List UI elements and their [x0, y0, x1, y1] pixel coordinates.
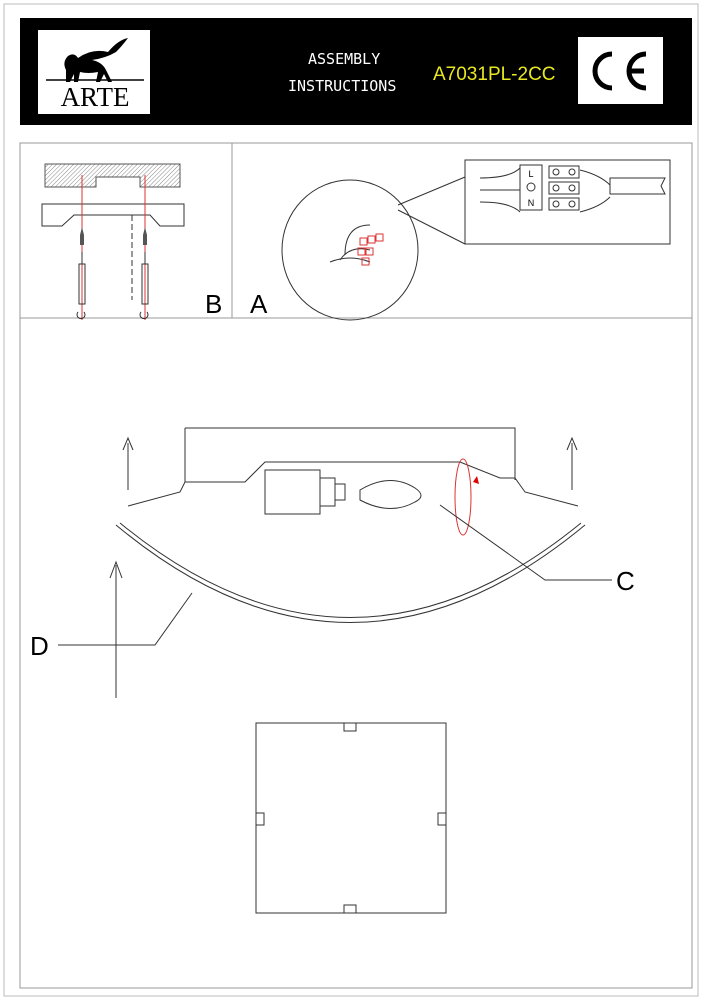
step-label-a: A — [250, 289, 268, 319]
canopy-circle — [281, 179, 419, 321]
mounting-plate — [41, 203, 185, 227]
screw-icon — [80, 227, 147, 245]
title-line1: ASSEMBLY — [308, 50, 380, 68]
power-cable — [609, 177, 666, 195]
up-arrow-icon — [566, 436, 578, 490]
up-arrow-icon — [122, 436, 134, 490]
up-arrow-icon — [109, 560, 123, 698]
rotate-arrow-icon — [454, 458, 472, 536]
terminal-block — [519, 164, 543, 211]
connector-detail — [464, 159, 671, 245]
page-border — [3, 3, 699, 997]
title-line2: INSTRUCTIONS — [288, 77, 396, 95]
ce-mark — [578, 37, 663, 104]
terminal-neutral: N — [528, 198, 535, 208]
header-bar: ARTE ASSEMBLY INSTRUCTIONS A7031PL-2CC — [20, 18, 692, 125]
candle-bulb-icon — [359, 480, 422, 509]
lamp-socket — [264, 469, 321, 515]
glass-shade — [115, 524, 586, 623]
ceiling-section — [44, 163, 181, 188]
model-number: A7031PL-2CC — [433, 64, 556, 85]
screwdriver-icon — [76, 252, 149, 320]
square-shade-top-view — [255, 722, 447, 914]
terminal-live: L — [528, 169, 533, 179]
mounting-diagram: B — [41, 163, 222, 320]
diagram-frame — [19, 142, 693, 989]
lamp-base — [184, 427, 516, 482]
brand-name: ARTE — [61, 82, 130, 112]
wiring-diagram: L N A — [250, 159, 671, 321]
step-label-d: D — [30, 631, 49, 661]
lamp-assembly-diagram: C D — [30, 427, 635, 698]
step-label-c: C — [616, 566, 635, 596]
step-label-b: B — [205, 289, 222, 319]
arte-logo: ARTE — [38, 30, 150, 114]
